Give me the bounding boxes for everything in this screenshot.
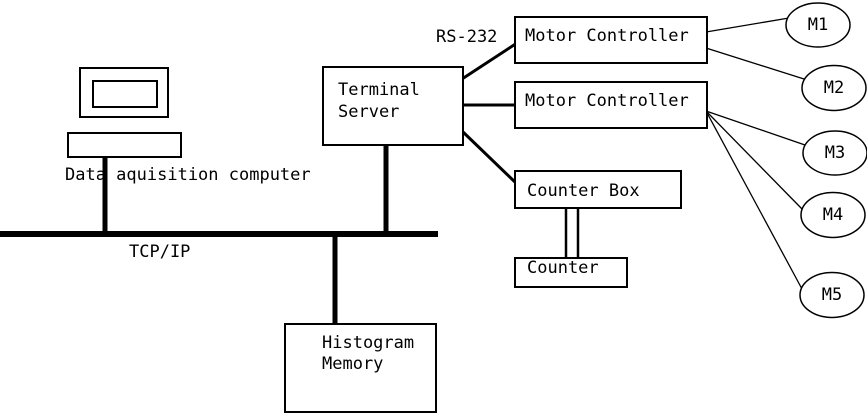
line-mc2-m4: [705, 110, 804, 211]
motor-controller-2-label: Motor Controller: [525, 91, 689, 111]
line-mc2-m3: [705, 110, 806, 146]
counter-box-label: Counter Box: [527, 181, 640, 201]
node-histogram-memory: Histogram Memory: [284, 323, 437, 413]
histogram-memory-label-line1: Histogram: [322, 333, 415, 353]
node-motor-controller-2: Motor Controller: [514, 81, 708, 129]
label-data-acquisition: Data aquisition computer: [65, 165, 311, 185]
label-tcpip: TCP/IP: [129, 242, 191, 262]
motor-m3-ellipse: [802, 130, 867, 176]
motor-m1-ellipse: [785, 2, 851, 48]
motor-label-m4: M4: [822, 205, 844, 225]
node-counter: Counter: [514, 257, 628, 288]
motor-m4-ellipse: [800, 191, 866, 239]
line-mc1-m2: [705, 47, 805, 80]
motor-controller-1-label: Motor Controller: [525, 26, 689, 46]
histogram-memory-label-line2: Memory: [322, 354, 384, 374]
label-rs232: RS-232: [436, 27, 498, 47]
node-motor-controller-1: Motor Controller: [514, 16, 708, 64]
terminal-server-label-line1: Terminal: [338, 80, 420, 100]
motor-label-m3: M3: [824, 143, 846, 163]
counter-label: Counter: [527, 258, 599, 278]
motor-label-m5: M5: [821, 285, 843, 305]
line-mc1-m1: [705, 17, 790, 33]
motor-label-m2: M2: [823, 78, 845, 98]
node-counter-box: Counter Box: [514, 170, 682, 209]
keyboard-icon: [67, 132, 182, 158]
monitor-screen-icon: [92, 80, 158, 108]
motor-label-m1: M1: [807, 15, 829, 35]
line-ts-counterbox: [460, 129, 519, 186]
node-terminal-server: Terminal Server: [322, 66, 464, 146]
line-ts-mc1: [461, 41, 518, 81]
terminal-server-label-line2: Server: [338, 102, 400, 122]
motor-m5-ellipse: [799, 271, 865, 319]
line-mc2-m5: [705, 110, 803, 290]
motor-m2-ellipse: [801, 64, 867, 112]
